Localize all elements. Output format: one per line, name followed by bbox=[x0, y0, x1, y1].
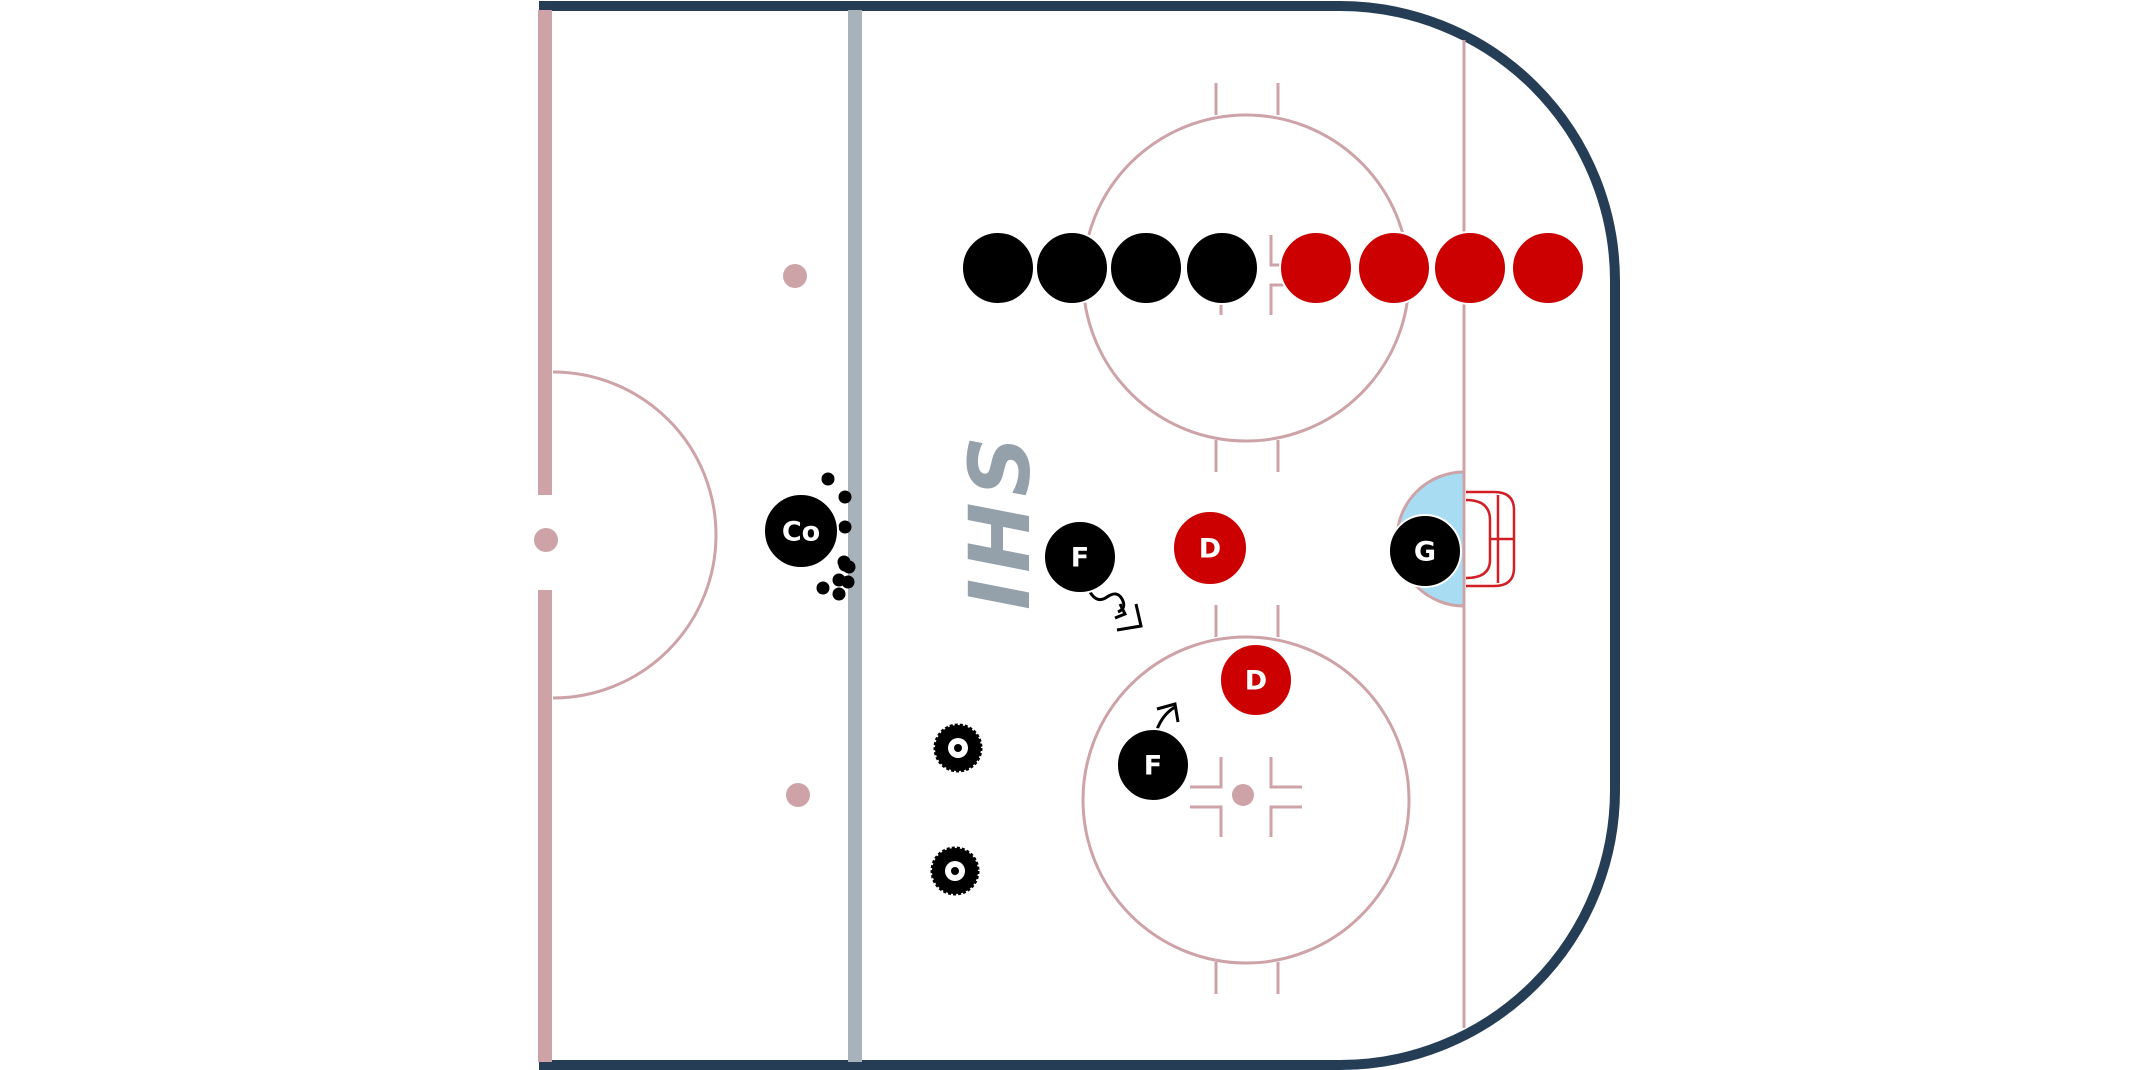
player-label: G bbox=[1414, 537, 1436, 568]
tire-icon bbox=[933, 723, 983, 773]
queue-player-dark bbox=[1035, 231, 1109, 305]
queue-player-red bbox=[1279, 231, 1353, 305]
player-token-f[interactable]: F bbox=[1116, 728, 1190, 802]
puck bbox=[838, 490, 852, 504]
puck bbox=[816, 581, 830, 595]
faceoff-circle-bottom bbox=[1081, 605, 1411, 994]
logo-text: IHS bbox=[951, 430, 1049, 610]
player-label: Co bbox=[782, 517, 820, 548]
player-token-f[interactable]: F bbox=[1043, 520, 1117, 594]
player-token-d[interactable]: D bbox=[1172, 510, 1248, 586]
center-circle bbox=[552, 370, 718, 700]
tire-markers bbox=[930, 723, 983, 896]
movement-arrows bbox=[1088, 591, 1180, 737]
queue-player-red bbox=[1433, 231, 1507, 305]
queue-player-red bbox=[1511, 231, 1585, 305]
tire-icon bbox=[930, 846, 980, 896]
arrow-head bbox=[1114, 603, 1128, 620]
queue-player-dark bbox=[1185, 231, 1259, 305]
player-label: D bbox=[1199, 534, 1221, 565]
player-token-co[interactable]: Co bbox=[763, 493, 839, 569]
players: CoF D G D F bbox=[763, 493, 1462, 802]
puck bbox=[821, 472, 835, 486]
neutral-zone-dot bbox=[786, 783, 810, 807]
goal-net bbox=[1465, 490, 1516, 588]
player-token-d[interactable]: D bbox=[1219, 643, 1293, 717]
player-token-g[interactable]: G bbox=[1388, 514, 1462, 588]
neutral-zone-dot bbox=[783, 264, 807, 288]
center-faceoff-dot bbox=[534, 528, 558, 552]
player-label: D bbox=[1245, 666, 1267, 697]
pucks bbox=[816, 472, 856, 601]
skate-with-puck-path bbox=[1088, 591, 1126, 614]
puck bbox=[838, 558, 852, 572]
arrow-head bbox=[1156, 702, 1180, 723]
puck bbox=[838, 520, 852, 534]
puck bbox=[841, 575, 855, 589]
ihs-logo: IHS bbox=[951, 430, 1049, 610]
queue-players bbox=[961, 231, 1585, 305]
queue-player-red bbox=[1357, 231, 1431, 305]
queue-player-dark bbox=[961, 231, 1035, 305]
player-label: F bbox=[1071, 543, 1089, 574]
player-label: F bbox=[1144, 751, 1162, 782]
puck bbox=[832, 587, 846, 601]
arrow-head bbox=[1116, 603, 1143, 632]
queue-player-dark bbox=[1109, 231, 1183, 305]
faceoff-dot-bottom bbox=[1232, 784, 1254, 806]
